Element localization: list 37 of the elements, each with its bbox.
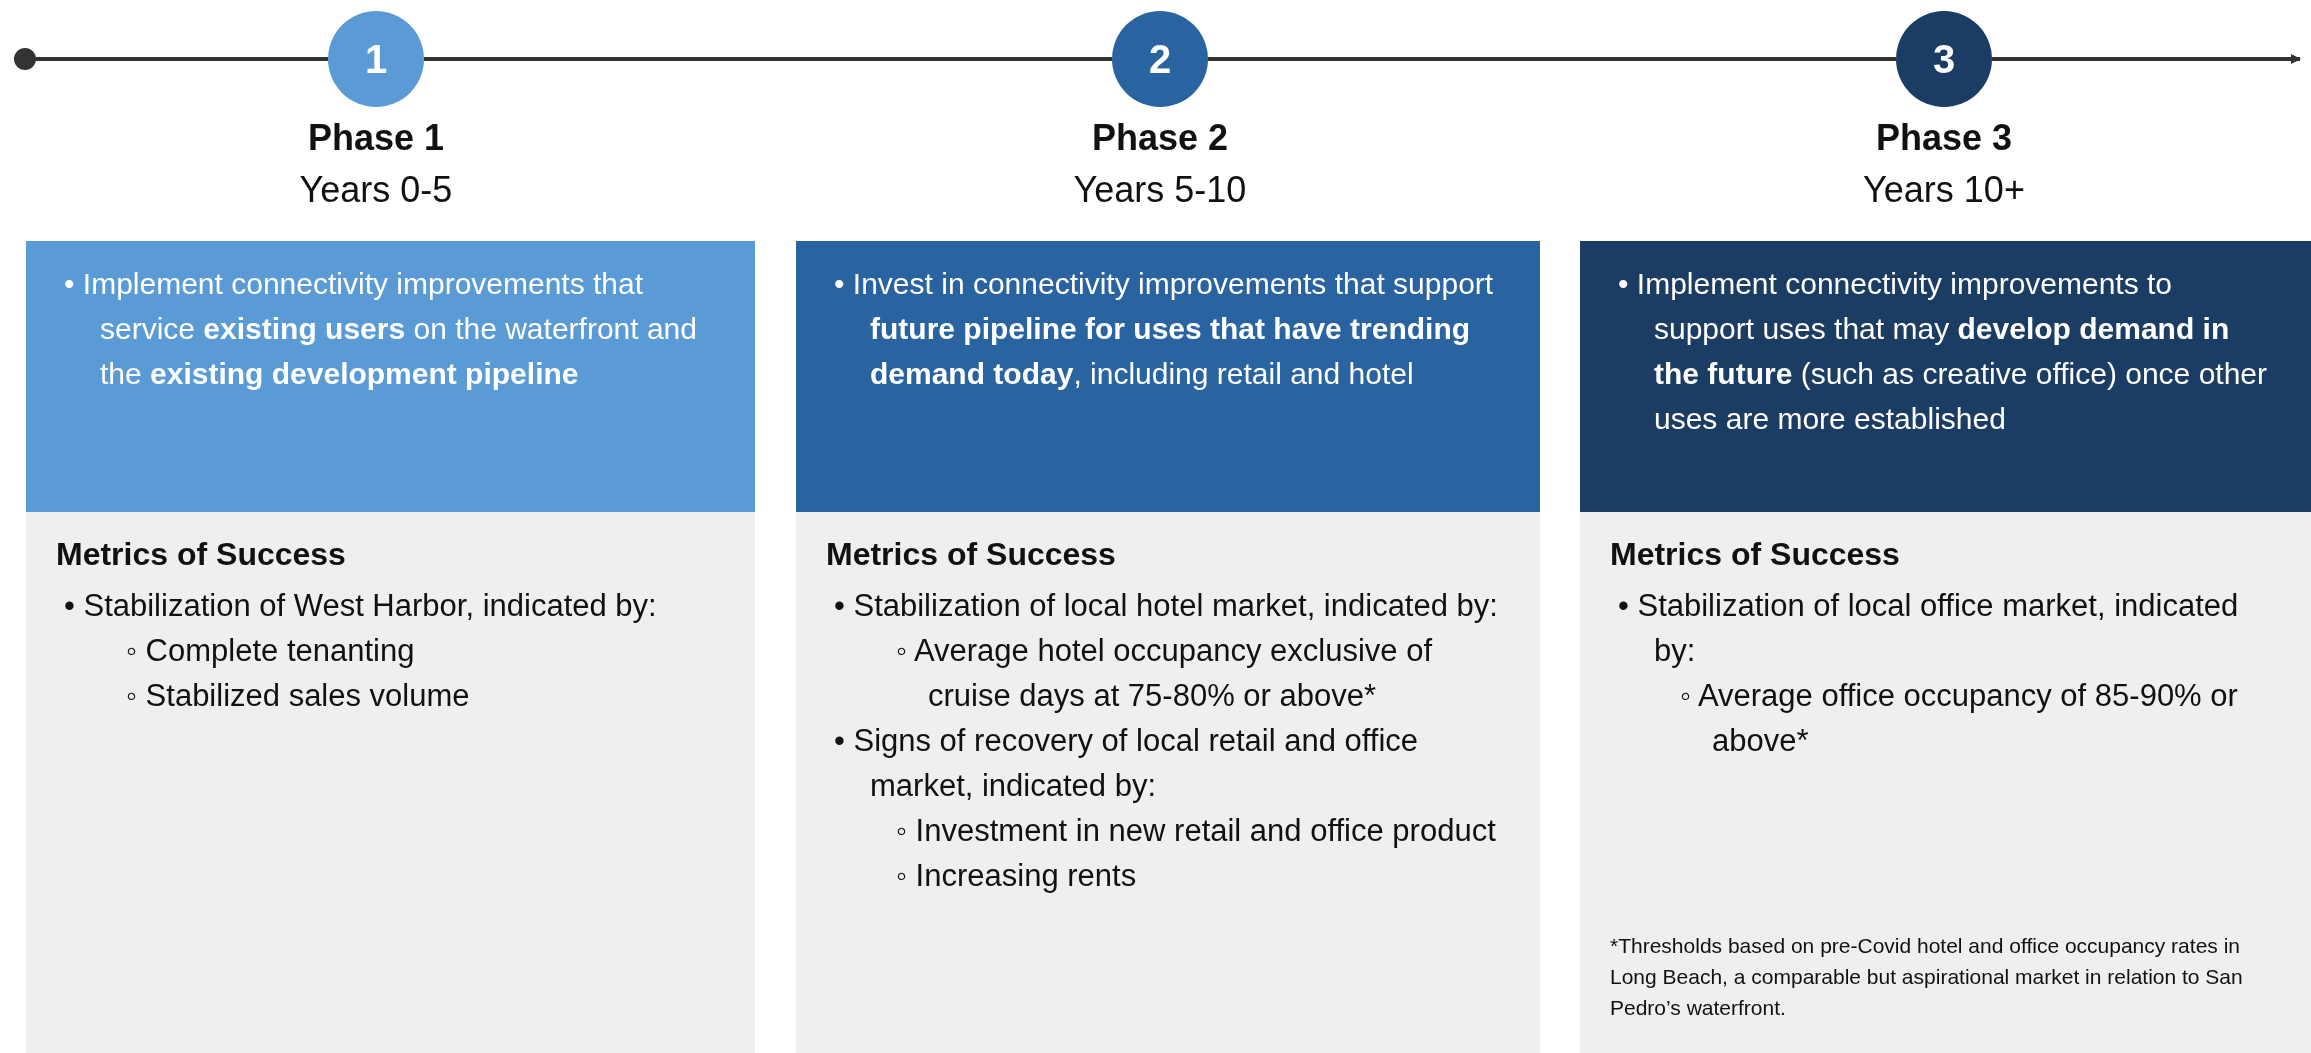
metric-bullet-text: • Signs of recovery of local retail and office market, indicated by: <box>834 722 1420 805</box>
timeline-line <box>1208 57 1896 61</box>
metric-sub-bullet-text: ◦ Average office occupancy of 85-90% or above* <box>1680 677 2239 760</box>
metrics-panel <box>26 512 755 1053</box>
metric-sub-bullet-text: ◦ Average hotel occupancy exclusive of cruise days at 75-80% or above* <box>896 632 1434 715</box>
timeline-line <box>36 57 328 61</box>
metric-sub-bullet-text: ◦ Investment in new retail and office product <box>896 812 1497 850</box>
phase-number-circle: 3 <box>1896 11 1992 107</box>
phase-title: Phase 2 <box>1090 117 1230 159</box>
footnote-text: *Thresholds based on pre-Covid hotel and office occupancy rates in Long Beach, a comparable but aspirational market in relation to San Pedro’s waterfront. <box>1610 933 2244 1021</box>
goal-bullet-text: • Invest in connectivity improvements that support future pipeline for uses that have trending demand today, including retail and hotel <box>834 266 1495 392</box>
metrics-heading: Metrics of Success <box>1610 535 1901 574</box>
metric-bullet-text: • Stabilization of West Harbor, indicated by: <box>64 587 658 625</box>
metric-sub-bullet-text: ◦ Stabilized sales volume <box>126 677 471 715</box>
timeline-line <box>424 57 1112 61</box>
timeline-arrow <box>1992 54 2301 64</box>
metric-bullet-text: • Stabilization of local office market, indicated by: <box>1618 587 2240 670</box>
phase-number-circle: 2 <box>1112 11 1208 107</box>
metric-sub-bullet-text: ◦ Complete tenanting <box>126 632 416 670</box>
metrics-panel <box>1580 512 2311 1053</box>
phase-years: Years 0-5 <box>298 169 454 211</box>
metrics-heading: Metrics of Success <box>56 535 347 574</box>
metric-sub-bullet-text: ◦ Increasing rents <box>896 857 1138 895</box>
goal-bullet-text: • Implement connectivity improvements that service existing users on the waterfront and the existing development pipeline <box>64 266 698 392</box>
metrics-heading: Metrics of Success <box>826 535 1117 574</box>
phase-goal-panel <box>26 241 755 512</box>
phase-goal-panel <box>1580 241 2311 512</box>
phase-title: Phase 1 <box>306 117 446 159</box>
phase-title: Phase 3 <box>1874 117 2014 159</box>
phase-years: Years 5-10 <box>1072 169 1248 211</box>
goal-bullet-text: • Implement connectivity improvements to support uses that may develop demand in the future (such as creative office) once other uses are more established <box>1618 266 2268 437</box>
timeline-start-dot <box>14 48 36 70</box>
phase-goal-panel <box>796 241 1540 512</box>
metrics-panel <box>796 512 1540 1053</box>
phase-years: Years 10+ <box>1862 169 2026 211</box>
phase-number-circle: 1 <box>328 11 424 107</box>
metric-bullet-text: • Stabilization of local hotel market, indicated by: <box>834 587 1499 625</box>
